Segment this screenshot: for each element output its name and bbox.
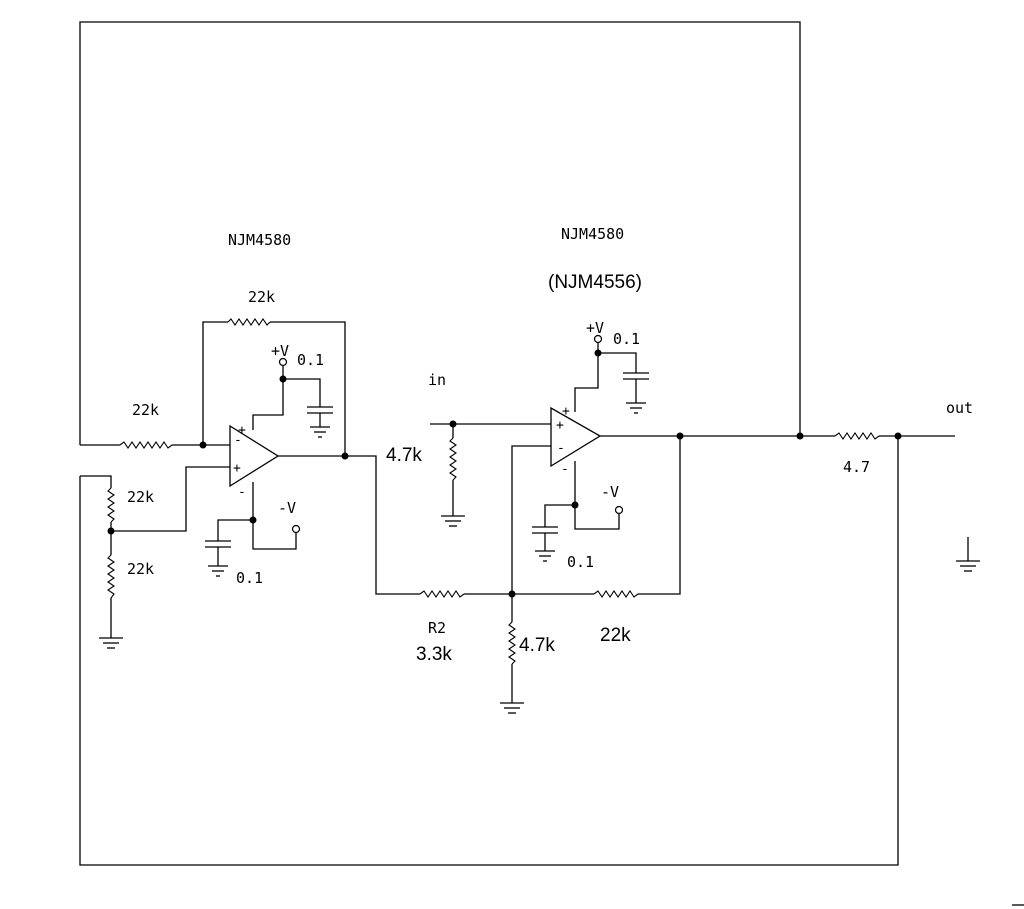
resistor-r-fb1 bbox=[202, 318, 346, 456]
resistor-r-in1 bbox=[80, 441, 230, 449]
c-u1-neg-label: 0.1 bbox=[236, 569, 263, 587]
u1-positive-supply bbox=[252, 357, 333, 438]
junction-loop-top bbox=[796, 432, 804, 440]
r-in1-label: 22k bbox=[132, 401, 159, 419]
output-path bbox=[600, 432, 955, 440]
u2-alt-part-label: (NJM4556) bbox=[548, 272, 642, 293]
r2-name-label: R2 bbox=[428, 619, 446, 637]
u1-supply-plus-label: + bbox=[238, 423, 246, 438]
resistor-r-fb2 bbox=[512, 436, 681, 598]
r2-value-label: 3.3k bbox=[416, 644, 452, 665]
junction-input bbox=[449, 420, 457, 428]
resistor-r-gnd2 bbox=[500, 594, 524, 714]
r-fb1-label: 22k bbox=[248, 288, 275, 306]
u2-negative-supply bbox=[532, 461, 624, 562]
u1-vplus-label: +V bbox=[271, 342, 289, 360]
input-port-label: in bbox=[428, 371, 446, 389]
u1-negative-supply bbox=[205, 482, 301, 577]
junction-u2-vplus bbox=[594, 349, 602, 357]
u2-minus-label: - bbox=[557, 441, 565, 456]
junction-u1-vplus bbox=[279, 375, 287, 383]
input-network bbox=[430, 423, 551, 527]
opamp-u2: + - + - bbox=[550, 404, 602, 477]
c-u2-neg-label: 0.1 bbox=[567, 553, 594, 571]
outer-feedback-loop bbox=[79, 21, 899, 866]
u2-positive-supply bbox=[574, 334, 649, 414]
r-out-label: 4.7 bbox=[843, 458, 870, 476]
c-u2-pos-label: 0.1 bbox=[613, 330, 640, 348]
u2-supply-minus-label: - bbox=[561, 462, 569, 477]
u2-vplus-label: +V bbox=[586, 319, 604, 337]
opamp-u1: - + + - bbox=[229, 423, 280, 500]
r-div-top-label: 22k bbox=[127, 488, 154, 506]
u1-vminus-label: -V bbox=[278, 499, 296, 517]
u1-minus-label: - bbox=[234, 433, 242, 448]
u2-part-label: NJM4580 bbox=[561, 225, 624, 243]
junction-loop-bottom bbox=[894, 432, 902, 440]
junction-u1-vminus bbox=[249, 516, 257, 524]
u1-supply-minus-label: - bbox=[238, 485, 246, 500]
ground-symbol-output bbox=[956, 537, 980, 572]
r-in-shunt-label: 4.7k bbox=[386, 445, 422, 466]
c-u1-pos-label: 0.1 bbox=[297, 351, 324, 369]
u1-plus-label: + bbox=[233, 461, 241, 476]
u1-part-label: NJM4580 bbox=[228, 231, 291, 249]
r-fb2-label: 22k bbox=[600, 625, 631, 646]
junction-u2-vminus bbox=[571, 501, 579, 509]
resistor-divider bbox=[80, 475, 123, 649]
u2-vminus-label: -V bbox=[601, 483, 619, 501]
u2-supply-plus-label: + bbox=[562, 404, 570, 419]
output-port-label: out bbox=[946, 399, 973, 417]
junction-u2-out bbox=[676, 432, 684, 440]
u2-plus-label: + bbox=[556, 418, 564, 433]
r-div-bot-label: 22k bbox=[127, 560, 154, 578]
r-gnd2-label: 4.7k bbox=[519, 635, 555, 656]
resistor-r2 bbox=[345, 455, 512, 598]
